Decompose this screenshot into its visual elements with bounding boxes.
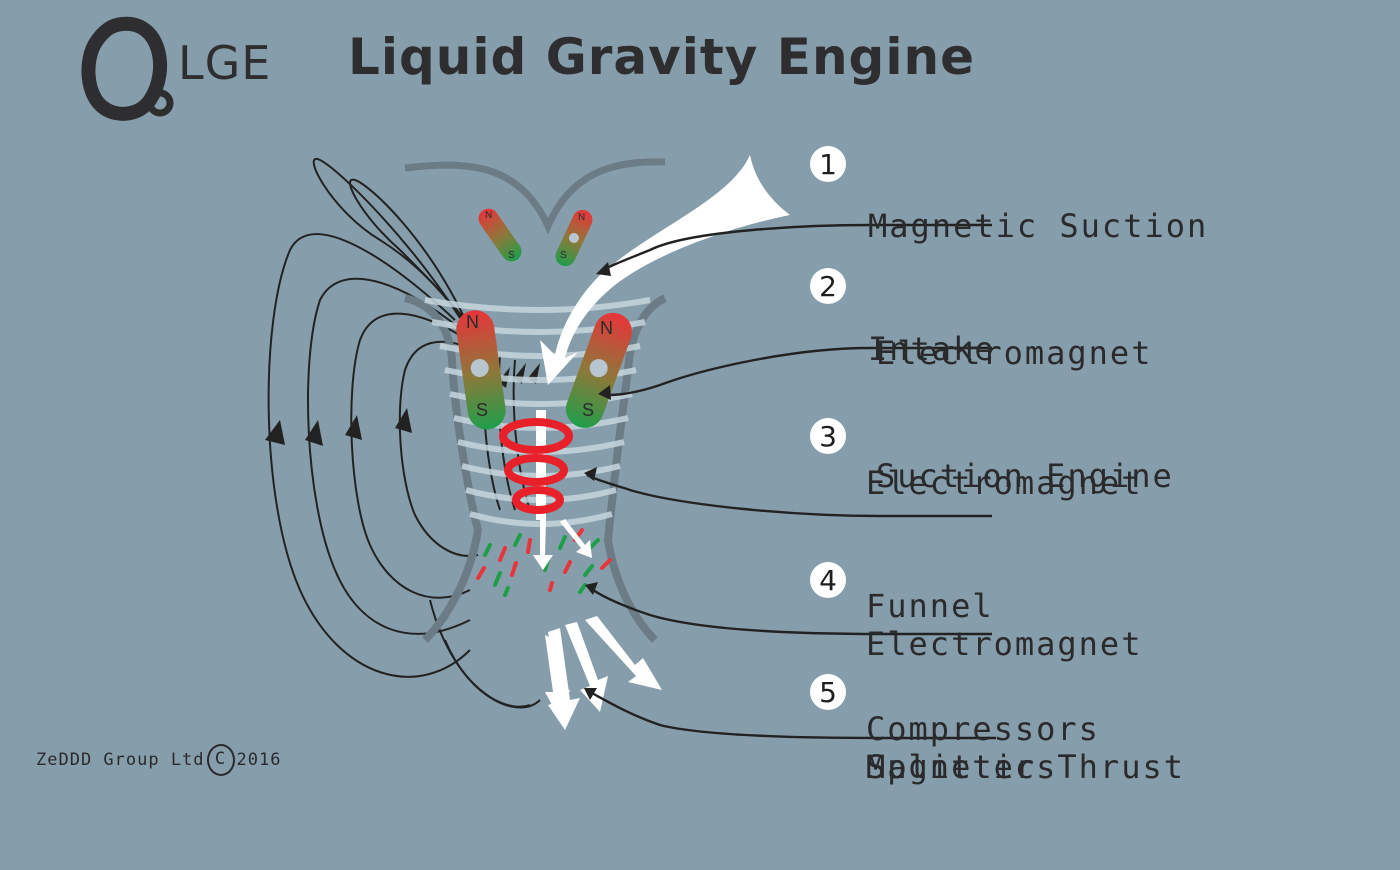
large-magnet-right xyxy=(565,312,632,428)
step-label-2-line-1: Electromagnet xyxy=(876,334,1153,372)
magnet-pole-s-right: S xyxy=(582,400,595,420)
step-label-1: Magnetic Suction Intake xyxy=(868,124,1208,452)
leader-arrowheads xyxy=(584,262,611,700)
upper-funnel-outline xyxy=(404,158,666,235)
small-magnet-right xyxy=(555,209,593,267)
step-label-3-line-1: Electromagnet xyxy=(866,464,1143,502)
magnet-pole-n-right: N xyxy=(600,318,613,338)
magnetic-thrust-arrows xyxy=(545,616,662,730)
step-number-5: 5 xyxy=(810,674,846,710)
small-magnet-pole-s-left: S xyxy=(508,250,515,261)
diagram: LGE Liquid Gravity Engine N S N S N S N … xyxy=(36,16,1208,786)
step-label-3: Electromagnet Funnel Compressors xyxy=(866,381,1142,832)
copyright-icon: C xyxy=(206,744,235,776)
leader-lines xyxy=(586,223,996,740)
page-title: Liquid Gravity Engine xyxy=(348,28,975,86)
step-label-4: Electromagnet Splitters xyxy=(866,542,1142,870)
step-label-3-line-2: Funnel xyxy=(866,587,994,625)
step-label-4-line-1: Electromagnet xyxy=(866,625,1143,663)
magnet-pole-n-left: N xyxy=(466,312,479,332)
small-magnet-left xyxy=(478,208,522,262)
center-white-stream xyxy=(536,410,546,520)
logo-text: LGE xyxy=(178,36,272,90)
step-label-5-line-1: Magnetic Thrust xyxy=(866,748,1185,786)
step-label-2: Electromagnet Suction Engine xyxy=(876,251,1174,579)
engine-diagram-svg xyxy=(81,16,996,740)
credit-company: ZeDDD Group Ltd xyxy=(36,750,205,770)
electromagnet-splitters xyxy=(476,528,612,597)
small-magnet-pole-n-right: N xyxy=(578,212,586,223)
splitter-arrows xyxy=(533,519,592,570)
step-label-5: Magnetic Thrust xyxy=(866,665,1185,870)
step-label-3-line-3: Compressors xyxy=(866,710,1100,748)
large-magnet-left xyxy=(456,310,506,430)
credit-year: 2016 xyxy=(236,750,282,770)
step-number-4: 4 xyxy=(810,562,846,598)
step-number-3: 3 xyxy=(810,418,846,454)
logo-mark xyxy=(81,16,174,121)
step-number-2: 2 xyxy=(810,268,846,304)
intake-arrow xyxy=(540,155,790,385)
magnet-pole-s-left: S xyxy=(476,400,489,420)
small-magnet-pole-s-right: S xyxy=(560,250,567,261)
step-label-1-line-1: Magnetic Suction xyxy=(868,207,1209,245)
step-label-4-line-2: Splitters xyxy=(866,748,1058,786)
step-number-1: 1 xyxy=(810,146,846,182)
step-label-2-line-2: Suction Engine xyxy=(876,457,1174,495)
funnel-compressor-rings xyxy=(499,418,573,514)
step-label-1-line-2: Intake xyxy=(868,330,996,368)
small-magnet-pole-n-left: N xyxy=(485,210,493,221)
